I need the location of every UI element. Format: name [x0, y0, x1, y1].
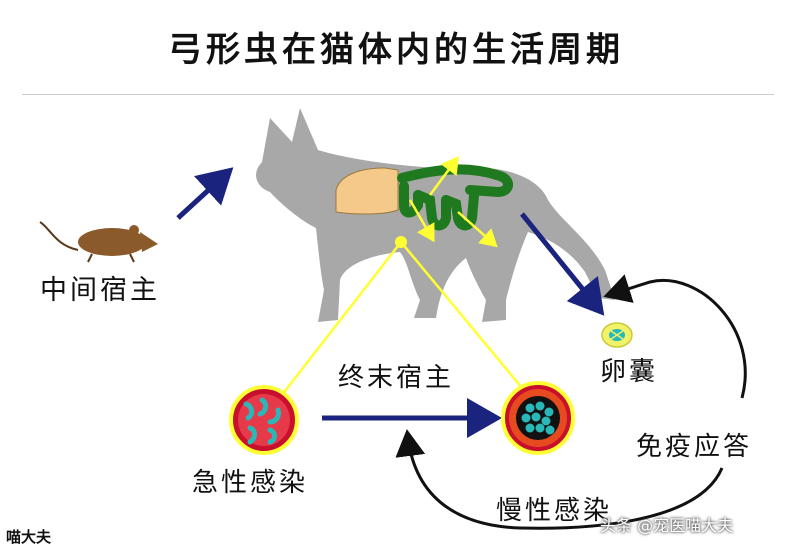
chronic-cyst-icon: [501, 381, 575, 455]
arrow-cat-to-oocyst: [520, 212, 605, 316]
page-title: 弓形虫在猫体内的生活周期: [168, 30, 624, 70]
watermark: 头条 @宠医喵大夫: [600, 516, 734, 535]
oocyst-icon: [601, 322, 633, 348]
title-divider: [22, 94, 774, 95]
label-chronic-infection: 慢性感染: [496, 496, 613, 526]
label-final-host: 终末宿主: [338, 363, 455, 393]
mouse-icon: [39, 221, 158, 263]
label-immune-response: 免疫应答: [636, 432, 753, 462]
infection-triangle: [277, 241, 533, 401]
intestine: [397, 164, 513, 231]
acute-cell-icon: [229, 385, 299, 455]
liver: [335, 167, 399, 215]
yellow-arrows-internal: [408, 155, 498, 248]
arrow-immune-loop-to-acute: [395, 429, 724, 530]
label-acute-infection: 急性感染: [192, 468, 309, 498]
author-credit: 喵大夫: [6, 528, 52, 546]
triangle-apex-dot: [395, 236, 407, 248]
label-intermediate-host: 中间宿主: [40, 275, 160, 306]
arrow-mouse-to-cat: [176, 167, 234, 220]
label-oocyst: 卵囊: [600, 357, 659, 387]
arrow-immune-loop-to-oocyst: [603, 274, 747, 399]
